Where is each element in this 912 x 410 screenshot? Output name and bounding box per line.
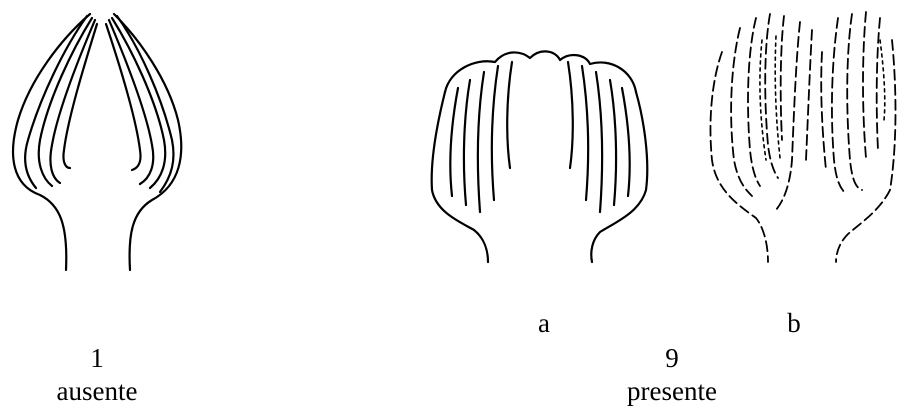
- sublabel-b: b: [787, 310, 801, 337]
- sublabel-a: a: [538, 310, 550, 337]
- panel-number-presente: 9: [665, 345, 679, 372]
- panel-caption-presente: presente: [627, 378, 717, 405]
- panel-caption-ausente: ausente: [57, 378, 138, 405]
- panel-number-ausente: 1: [90, 345, 104, 372]
